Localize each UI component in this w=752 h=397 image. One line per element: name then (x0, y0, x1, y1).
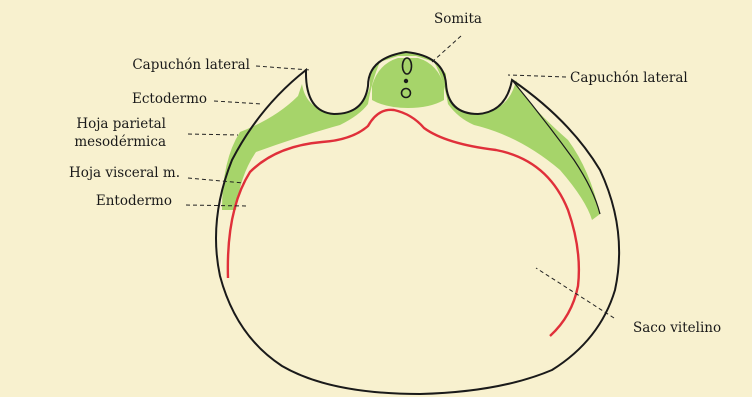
label-ectoderm: Ectodermo (132, 91, 207, 107)
parietal-leader (188, 134, 238, 135)
endoderm-leader (186, 205, 246, 206)
label-parietal-layer-line1: Hoja parietal (76, 116, 166, 132)
label-lateral-hood-right: Capuchón lateral (570, 70, 688, 86)
hood-right-leader (508, 75, 566, 77)
label-yolk-sac: Saco vitelino (633, 320, 721, 336)
label-endoderm: Entodermo (96, 193, 172, 209)
label-visceral-layer: Hoja visceral m. (69, 165, 180, 181)
label-somite: Somita (434, 11, 482, 27)
hood-left-leader (256, 66, 310, 70)
yolk-sac-leader (536, 268, 614, 318)
neural-dot (404, 79, 408, 83)
somite-mesoderm-block (372, 58, 444, 108)
somite-leader (432, 36, 461, 62)
ectoderm-leader (214, 101, 262, 104)
label-parietal-layer-line2: mesodérmica (74, 134, 166, 150)
label-lateral-hood-left: Capuchón lateral (132, 57, 250, 73)
